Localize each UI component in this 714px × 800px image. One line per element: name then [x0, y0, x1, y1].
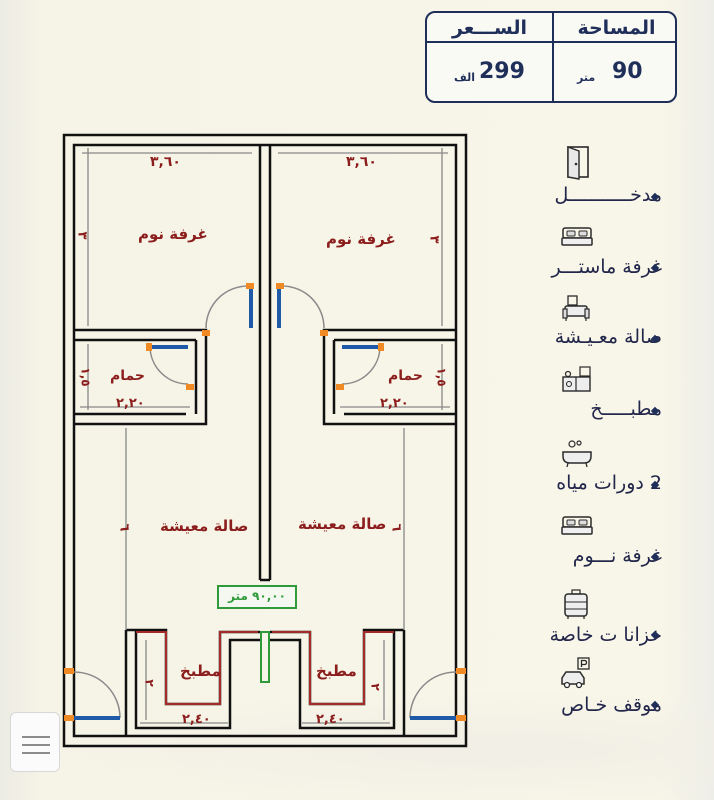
price-unit: الف	[454, 71, 476, 84]
feature-private-tanks: خزانا ت خاصة	[549, 624, 662, 646]
dim-bath-height-left: ١,٥	[78, 367, 93, 387]
dim-bath-height-right: ١,٥	[434, 367, 449, 387]
feature-master-room: غرفة ماستـــر	[551, 256, 662, 278]
door-frames	[64, 283, 466, 721]
bed-icon	[561, 516, 593, 535]
door-leaves	[74, 286, 456, 720]
dim-bath-width-right: ٢,٢٠	[380, 396, 409, 411]
door-icon	[567, 146, 589, 180]
feature-living-room: صالة معـيـشة	[554, 326, 662, 348]
parking-icon	[561, 657, 590, 689]
label-kitchen-right: مطبخ	[316, 662, 357, 680]
walls	[62, 133, 468, 748]
info-divider-vertical	[552, 13, 554, 101]
dim-bedroom-width-right: ٣,٦٠	[346, 154, 377, 170]
label-living-left: صالة معيشة	[160, 517, 249, 535]
dim-living-height-right: ٦	[388, 523, 404, 532]
label-kitchen-left: مطبخ	[180, 662, 221, 680]
label-bedroom-right: غرفة نوم	[326, 230, 396, 248]
feature-kitchen: مطبـــــخ	[590, 398, 662, 420]
dim-bedroom-height-left: ٣	[74, 231, 90, 240]
area-label: المساحة	[577, 17, 656, 39]
water-tank-icon	[564, 589, 588, 619]
menu-line	[22, 752, 50, 754]
area-tag-box	[217, 585, 297, 609]
feature-entrance: مدخـــــــــــل	[554, 184, 662, 206]
label-bath-left: حمام	[110, 368, 145, 384]
center-fixture	[260, 631, 270, 683]
info-divider-horizontal	[427, 41, 675, 43]
price-value: 299	[479, 59, 525, 84]
menu-line	[22, 744, 50, 746]
dim-kitchen-height-right: ٢	[368, 683, 383, 691]
dim-kitchen-width-right: ٢,٤٠	[316, 712, 345, 727]
label-bath-right: حمام	[388, 368, 423, 384]
bed-icon	[561, 227, 593, 246]
kitchen-icon	[562, 366, 591, 392]
menu-button[interactable]	[10, 712, 60, 772]
dim-kitchen-width-left: ٢,٤٠	[182, 712, 211, 727]
area-unit: متر	[577, 71, 596, 84]
bathtub-icon	[562, 440, 592, 468]
dim-kitchen-height-left: ٢	[142, 679, 157, 687]
info-box: المساحة الســـعر 90 متر 299 الف	[425, 11, 677, 103]
doors	[73, 285, 457, 719]
dim-bedroom-width-left: ٣,٦٠	[150, 154, 181, 170]
sofa-icon	[562, 295, 590, 321]
area-value: 90	[612, 59, 643, 84]
label-living-right: صالة معيشة	[298, 515, 387, 533]
menu-line	[22, 736, 50, 738]
dimension-lines	[80, 148, 450, 724]
dim-bath-width-left: ٢,٢٠	[116, 396, 145, 411]
dim-living-height-left: ٦	[116, 523, 132, 532]
kitchen-counters	[136, 631, 394, 705]
area-tag: ٩٠,٠٠ متر	[228, 589, 286, 603]
label-bedroom-left: غرفة نوم	[138, 225, 208, 243]
dim-bedroom-height-right: ٣	[426, 235, 442, 244]
feature-private-parking: موقف خـاص	[561, 694, 662, 716]
price-label: الســـعر	[451, 17, 527, 39]
feature-bedroom: غرفة نـــوم	[572, 545, 662, 567]
